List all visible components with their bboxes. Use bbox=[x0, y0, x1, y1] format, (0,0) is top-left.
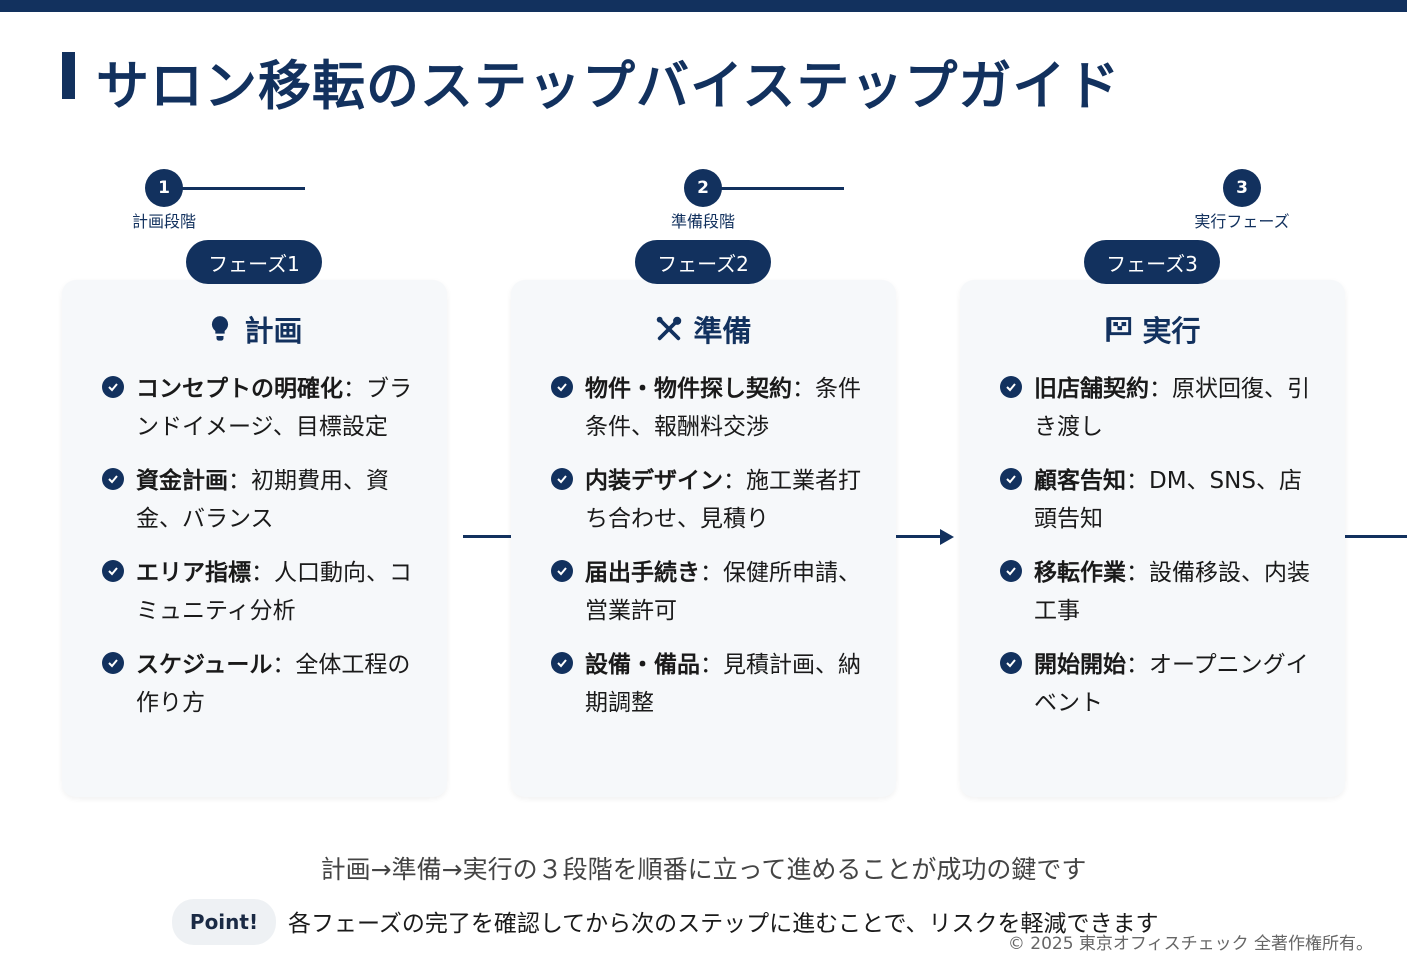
phase-item-list: コンセプトの明確化：ブランドイメージ、目標設定資金計画：初期費用、資金、バランス… bbox=[102, 370, 417, 738]
list-item: 移転作業：設備移設、内装工事 bbox=[1000, 554, 1315, 630]
step-2-circle: 2 bbox=[684, 169, 722, 207]
lightbulb-icon bbox=[212, 316, 229, 341]
item-text: 旧店舗契約：原状回復、引き渡し bbox=[1034, 370, 1315, 446]
item-title: 資金計画 bbox=[136, 468, 228, 494]
item-detail: ：初期費用、資金、バランス bbox=[136, 468, 389, 532]
page-title: サロン移転のステップバイステップガイド bbox=[96, 56, 1121, 117]
item-title: エリア指標 bbox=[136, 560, 251, 586]
item-title: 届出手続き bbox=[585, 560, 700, 586]
phase-1-pill: フェーズ1 bbox=[186, 240, 322, 284]
list-item: 届出手続き：保健所申請、営業許可 bbox=[551, 554, 866, 630]
list-item: 資金計画：初期費用、資金、バランス bbox=[102, 462, 417, 538]
item-text: 設備・備品：見積計画、納期調整 bbox=[585, 646, 866, 722]
copyright: © 2025 東京オフィスチェック 全著作権所有。 bbox=[1007, 934, 1373, 954]
point-badge: Point! bbox=[172, 899, 276, 945]
list-item: コンセプトの明確化：ブランドイメージ、目標設定 bbox=[102, 370, 417, 446]
phase-1-card: 計画 コンセプトの明確化：ブランドイメージ、目標設定資金計画：初期費用、資金、バ… bbox=[62, 280, 447, 797]
item-detail: ：人口動向、コミュニティ分析 bbox=[136, 560, 412, 624]
list-item: 内装デザイン：施工業者打ち合わせ、見積り bbox=[551, 462, 866, 538]
item-text: 資金計画：初期費用、資金、バランス bbox=[136, 462, 417, 538]
item-text: エリア指標：人口動向、コミュニティ分析 bbox=[136, 554, 417, 630]
item-detail: ：施工業者打ち合わせ、見積り bbox=[585, 468, 861, 532]
phase-heading: 準備 bbox=[693, 314, 752, 348]
phase-item-list: 旧店舗契約：原状回復、引き渡し顧客告知：DM、SNS、店頭告知移転作業：設備移設… bbox=[1000, 370, 1315, 738]
item-detail: ：DM、SNS、店頭告知 bbox=[1034, 468, 1302, 532]
phase-2-pill: フェーズ2 bbox=[635, 240, 771, 284]
item-text: 内装デザイン：施工業者打ち合わせ、見積り bbox=[585, 462, 866, 538]
phase-3-pill: フェーズ3 bbox=[1084, 240, 1220, 284]
item-title: 物件・物件探し契約 bbox=[585, 376, 792, 402]
list-item: 顧客告知：DM、SNS、店頭告知 bbox=[1000, 462, 1315, 538]
list-item: 物件・物件探し契約：条件条件、報酬料交渉 bbox=[551, 370, 866, 446]
check-circle-icon bbox=[102, 468, 124, 490]
list-item: 設備・備品：見積計画、納期調整 bbox=[551, 646, 866, 722]
item-title: 設備・備品 bbox=[585, 652, 700, 678]
step-3-label: 実行フェーズ bbox=[1194, 212, 1290, 231]
item-title: 移転作業 bbox=[1034, 560, 1126, 586]
item-detail: ：設備移設、内装工事 bbox=[1034, 560, 1310, 624]
step-1-circle: 1 bbox=[145, 169, 183, 207]
check-circle-icon bbox=[102, 376, 124, 398]
list-item: エリア指標：人口動向、コミュニティ分析 bbox=[102, 554, 417, 630]
item-detail: ：条件条件、報酬料交渉 bbox=[585, 376, 861, 440]
item-title: 顧客告知 bbox=[1034, 468, 1126, 494]
item-title: コンセプトの明確化 bbox=[136, 376, 343, 402]
check-circle-icon bbox=[102, 652, 124, 674]
item-detail: ：原状回復、引き渡し bbox=[1034, 376, 1310, 440]
item-detail: ：オープニングイベント bbox=[1034, 652, 1309, 716]
list-item: 開始開始：オープニングイベント bbox=[1000, 646, 1315, 722]
item-title: 開始開始 bbox=[1034, 652, 1126, 678]
check-circle-icon bbox=[1000, 468, 1022, 490]
check-circle-icon bbox=[551, 652, 573, 674]
item-title: 旧店舗契約 bbox=[1034, 376, 1149, 402]
item-title: スケジュール bbox=[136, 652, 273, 678]
item-detail: ：見積計画、納期調整 bbox=[585, 652, 861, 716]
item-title: 内装デザイン bbox=[585, 468, 723, 494]
check-circle-icon bbox=[102, 560, 124, 582]
check-circle-icon bbox=[551, 560, 573, 582]
summary-text: 計画→準備→実行の３段階を順番に立って進めることが成功の鍵です bbox=[320, 855, 1087, 884]
item-text: 移転作業：設備移設、内装工事 bbox=[1034, 554, 1315, 630]
item-text: 開始開始：オープニングイベント bbox=[1034, 646, 1315, 722]
item-text: 届出手続き：保健所申請、営業許可 bbox=[585, 554, 866, 630]
connector-line bbox=[1345, 535, 1407, 538]
item-text: 物件・物件探し契約：条件条件、報酬料交渉 bbox=[585, 370, 866, 446]
step-line bbox=[721, 187, 844, 190]
top-accent-bar bbox=[0, 0, 1407, 12]
item-detail: ：保健所申請、営業許可 bbox=[585, 560, 861, 624]
step-1-label: 計画段階 bbox=[131, 212, 197, 231]
item-text: 顧客告知：DM、SNS、店頭告知 bbox=[1034, 462, 1315, 538]
phase-item-list: 物件・物件探し契約：条件条件、報酬料交渉内装デザイン：施工業者打ち合わせ、見積り… bbox=[551, 370, 866, 738]
item-text: コンセプトの明確化：ブランドイメージ、目標設定 bbox=[136, 370, 417, 446]
phase-3-card: 実行 旧店舗契約：原状回復、引き渡し顧客告知：DM、SNS、店頭告知移転作業：設… bbox=[960, 280, 1345, 797]
check-circle-icon bbox=[551, 376, 573, 398]
connector-arrow-line bbox=[896, 535, 942, 538]
connector-line bbox=[463, 535, 511, 538]
phase-heading: 実行 bbox=[1142, 314, 1201, 348]
item-detail: ：ブランドイメージ、目標設定 bbox=[136, 376, 412, 440]
step-line bbox=[182, 187, 305, 190]
step-2-label: 準備段階 bbox=[670, 212, 736, 231]
item-text: スケジュール：全体工程の作り方 bbox=[136, 646, 417, 722]
check-circle-icon bbox=[1000, 652, 1022, 674]
step-3-circle: 3 bbox=[1223, 169, 1261, 207]
checkered-flag-icon bbox=[1106, 317, 1132, 342]
list-item: 旧店舗契約：原状回復、引き渡し bbox=[1000, 370, 1315, 446]
point-text: 各フェーズの完了を確認してから次のステップに進むことで、リスクを軽減できます bbox=[288, 911, 1159, 937]
arrow-right-icon bbox=[940, 529, 954, 545]
title-accent-mark bbox=[62, 52, 75, 99]
check-circle-icon bbox=[551, 468, 573, 490]
phase-heading: 計画 bbox=[244, 314, 303, 348]
item-detail: ：全体工程の作り方 bbox=[136, 652, 411, 716]
tools-icon bbox=[657, 316, 682, 341]
check-circle-icon bbox=[1000, 376, 1022, 398]
phase-2-card: 準備 物件・物件探し契約：条件条件、報酬料交渉内装デザイン：施工業者打ち合わせ、… bbox=[511, 280, 896, 797]
list-item: スケジュール：全体工程の作り方 bbox=[102, 646, 417, 722]
check-circle-icon bbox=[1000, 560, 1022, 582]
